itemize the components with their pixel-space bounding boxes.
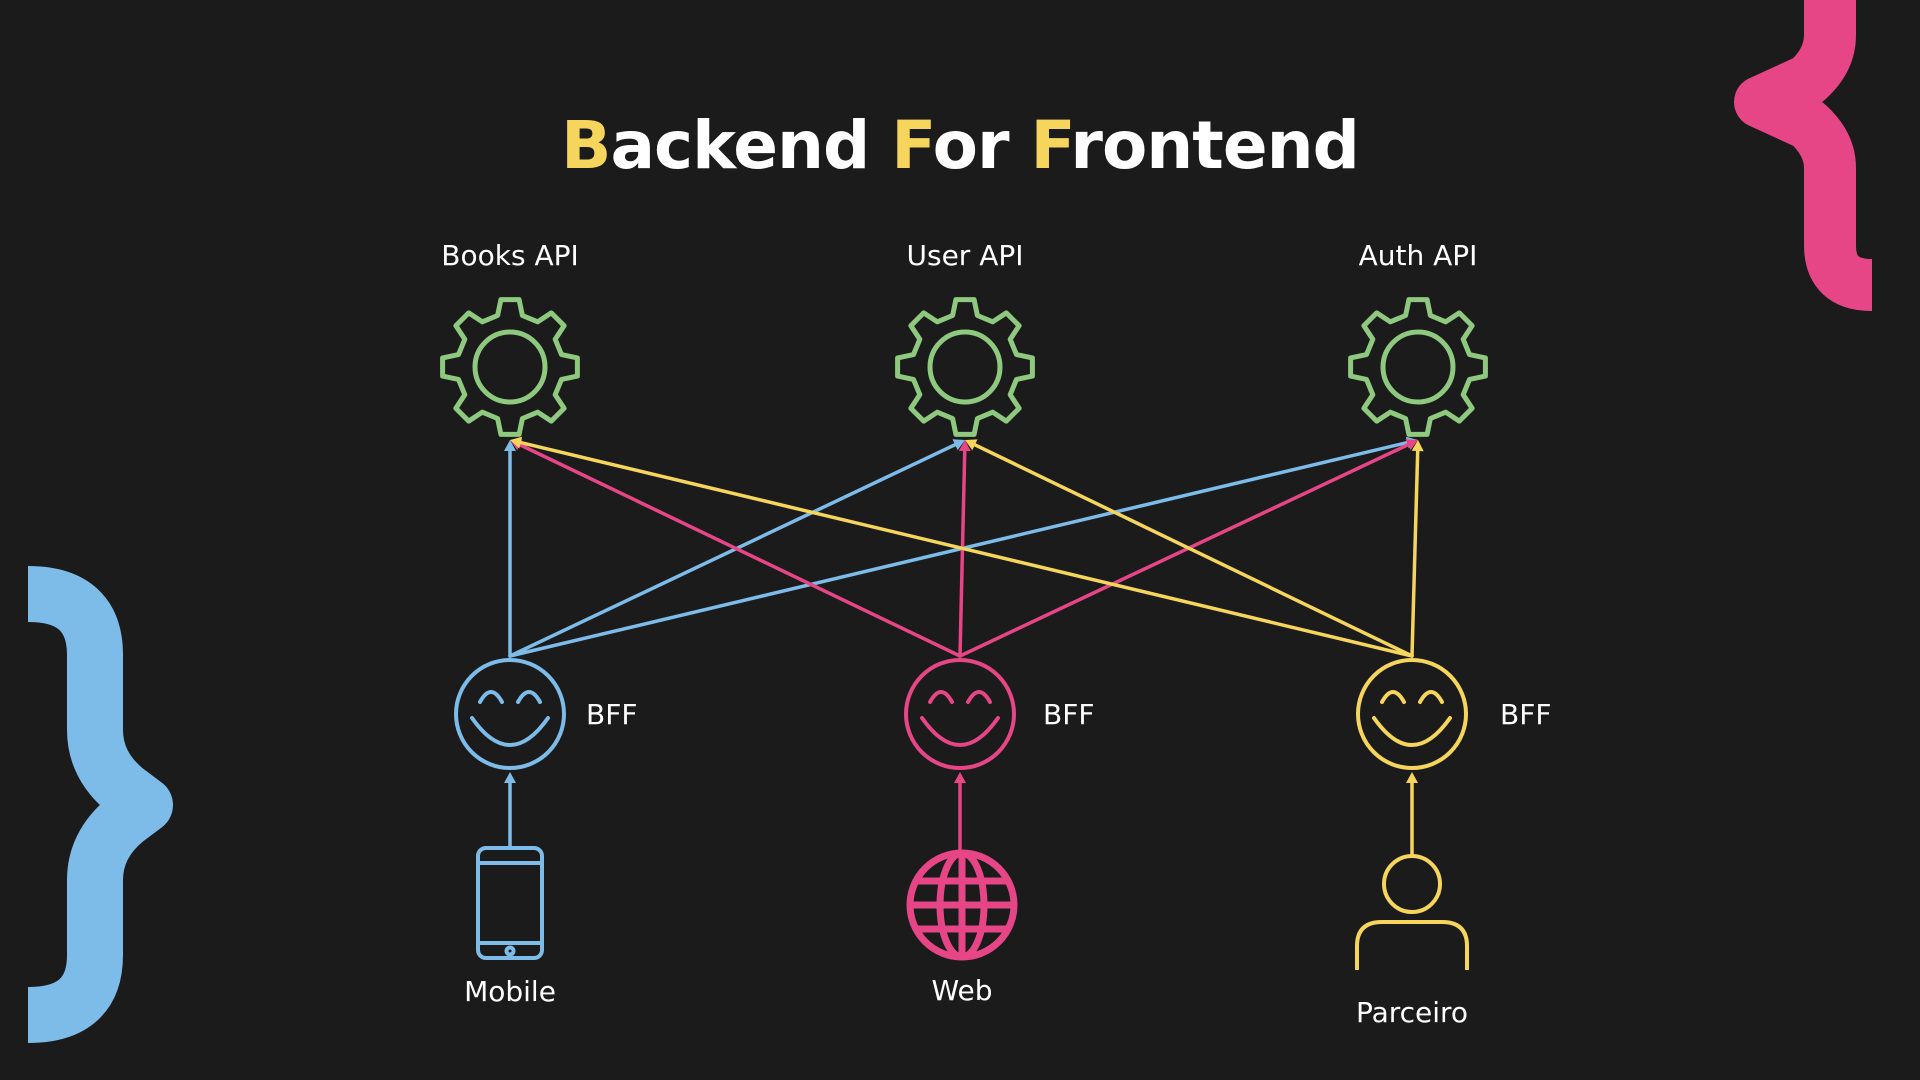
page-title: Backend For Frontend [561, 107, 1359, 184]
client-node-web: Web [906, 849, 1018, 1007]
api-label: User API [906, 239, 1023, 272]
title-part: or [933, 107, 1031, 184]
arrow-client-mobile-to-bff [504, 772, 516, 848]
title-part: F [891, 107, 932, 184]
arrow-bff-mobile-to-api-books [504, 440, 516, 658]
client-label: Parceiro [1356, 996, 1468, 1029]
title-part: rontend [1070, 107, 1358, 184]
smiley-face-icon [1356, 658, 1468, 770]
bff-label: BFF [1043, 698, 1094, 731]
api-node-user: User API [895, 239, 1035, 437]
globe-icon [906, 849, 1018, 961]
arrow-bff-partner-to-api-auth [1410, 440, 1424, 658]
gear-icon [895, 297, 1035, 437]
arrow-bff-partner-to-api-user [965, 439, 1414, 658]
client-node-partner: Parceiro [1355, 854, 1469, 1029]
bff-node-mobile: BFF [454, 658, 637, 770]
bff-node-partner: BFF [1356, 658, 1551, 770]
arrow-bff-mobile-to-api-user [508, 439, 965, 658]
api-node-auth: Auth API [1348, 239, 1488, 437]
client-label: Web [931, 974, 992, 1007]
api-node-books: Books API [440, 239, 580, 437]
api-label: Auth API [1359, 239, 1478, 272]
person-icon [1355, 854, 1469, 970]
title-part: F [1031, 107, 1071, 184]
left-curly-brace-icon [1734, 0, 1874, 311]
api-label: Books API [441, 239, 578, 272]
arrow-bff-partner-to-api-books [510, 436, 1414, 658]
client-label: Mobile [464, 975, 556, 1008]
bff-label: BFF [1500, 698, 1551, 731]
bff-label: BFF [586, 698, 637, 731]
gear-icon [440, 297, 580, 437]
right-curly-brace-icon [26, 566, 173, 1043]
client-node-mobile: Mobile [464, 846, 556, 1008]
arrow-bff-web-to-api-auth [958, 439, 1418, 658]
connections [504, 436, 1424, 857]
gear-icon [1348, 297, 1488, 437]
arrow-client-partner-to-bff [1406, 772, 1418, 857]
smiley-face-icon [904, 658, 1016, 770]
arrow-bff-web-to-api-user [958, 440, 971, 658]
smiley-face-icon [454, 658, 566, 770]
title-part: ackend [610, 107, 891, 184]
mobile-phone-icon [476, 846, 544, 960]
bff-node-web: BFF [904, 658, 1094, 770]
title-part: B [561, 107, 610, 184]
arrow-client-web-to-bff [954, 772, 966, 852]
